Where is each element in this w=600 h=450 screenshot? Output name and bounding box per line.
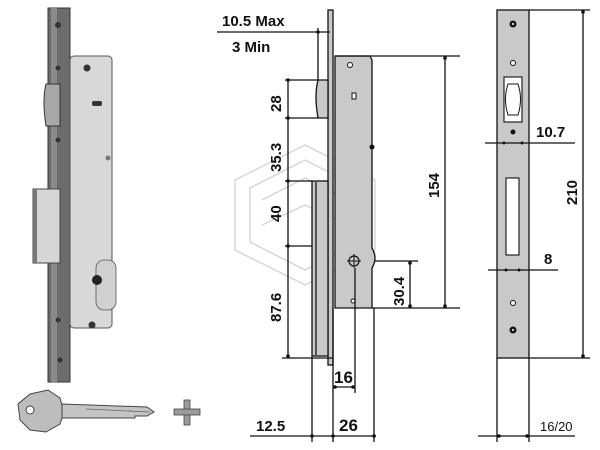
dim-backset-min: 3 Min [232,39,270,56]
dim-latch-to-bolt: 35.3 [268,143,285,172]
dim-faceplate-width: 16/20 [540,419,573,434]
dim-faceplate-height: 210 [564,180,581,205]
dim-faceplate-offset: 12.5 [256,418,285,435]
dim-latch-width: 10.7 [536,124,565,141]
dim-latch-height: 28 [268,95,285,112]
dim-bolt-width: 8 [544,251,552,268]
dim-backset-max: 10.5 Max [222,13,285,30]
front-view-drawing [478,9,590,442]
side-view-drawing [217,9,460,442]
dim-bolt-height: 40 [268,205,285,222]
dim-case-height: 154 [426,172,443,198]
dim-case-width: 26 [339,416,358,435]
key-photo [17,389,155,433]
lock-photo [32,7,117,383]
dim-cylinder-offset: 16 [334,368,353,387]
dim-cylinder-to-bottom: 30.4 [391,276,408,306]
dim-bolt-to-bottom: 87.6 [268,293,285,322]
key-profile-icon [173,399,201,426]
